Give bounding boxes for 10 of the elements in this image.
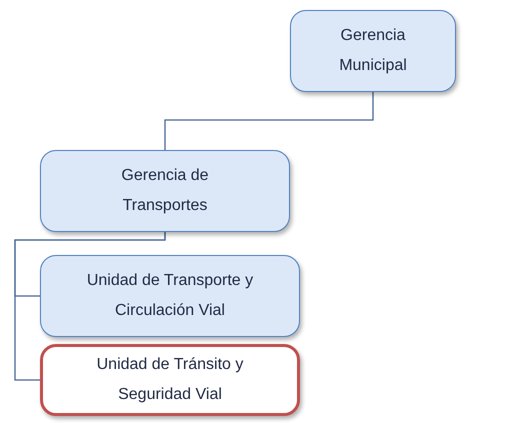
org-box (290, 10, 456, 92)
org-box (40, 150, 290, 232)
connector-line (14, 232, 166, 381)
org-box (40, 344, 300, 416)
box-label: Unidad de Tránsito y Seguridad Vial (96, 355, 244, 405)
connector-line (164, 92, 374, 150)
org-box (40, 255, 300, 337)
box-label: Gerencia Municipal (338, 26, 408, 76)
box-label: Unidad de Transporte y Circulación Vial (86, 271, 254, 321)
box-label: Gerencia de Transportes (120, 166, 210, 216)
